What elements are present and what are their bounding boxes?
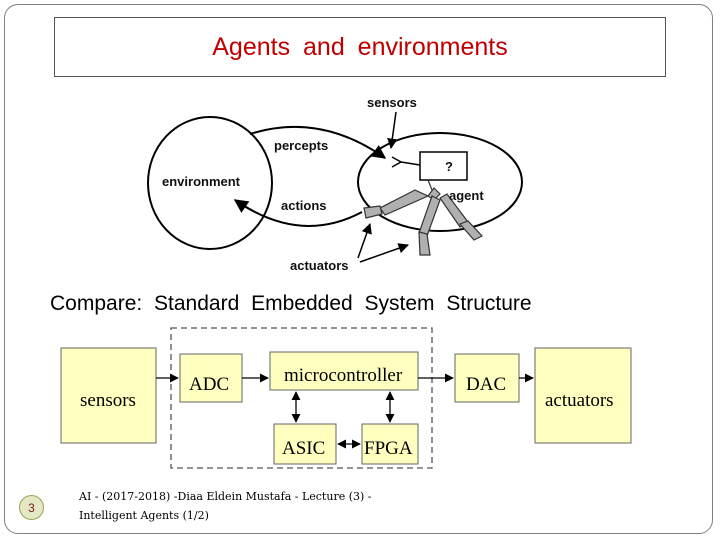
- actions-arrow: [233, 199, 363, 227]
- adc-label: ADC: [189, 374, 229, 395]
- adc-block: [179, 353, 243, 403]
- percepts-label: percepts: [274, 138, 328, 153]
- dac-block: [454, 353, 520, 403]
- robot-limbs-icon: [363, 179, 483, 256]
- microcontroller-block: [269, 351, 419, 391]
- environment-ellipse: [147, 116, 273, 250]
- sensors-pointer: [387, 111, 398, 150]
- agent-environment-diagram: sensors percepts environment actions age…: [147, 95, 523, 273]
- sensors-block-label: sensors: [80, 390, 136, 411]
- fpga-label: FPGA: [364, 438, 413, 459]
- asic-block: [273, 423, 337, 465]
- actuators-block-label: actuators: [545, 390, 614, 411]
- slide-title: Agents and environments: [212, 32, 508, 61]
- footer: AI - (2017-2018) -Diaa Eldein Mustafa - …: [79, 487, 372, 525]
- microcontroller-label: microcontroller: [284, 365, 403, 386]
- footer-line-2: Intelligent Agents (1/2): [79, 509, 209, 522]
- slide-frame: [4, 4, 713, 534]
- actuators-pointer-2: [359, 243, 409, 263]
- sensors-block: [60, 347, 157, 444]
- actuators-pointer-1: [357, 223, 372, 259]
- fpga-block: [361, 423, 419, 465]
- footer-line-1: AI - (2017-2018) -Diaa Eldein Mustafa - …: [79, 490, 372, 503]
- compare-heading: Compare: Standard Embedded System Struct…: [50, 292, 532, 315]
- unknown-label: ?: [445, 159, 453, 174]
- eye-link: [400, 161, 421, 166]
- system-boundary: [170, 327, 433, 469]
- agent-label: agent: [449, 188, 484, 203]
- environment-label: environment: [162, 174, 241, 189]
- eye-icon: [391, 156, 403, 168]
- actions-label: actions: [281, 198, 327, 213]
- agent-ellipse: [357, 132, 523, 232]
- dac-label: DAC: [466, 374, 506, 395]
- percepts-arrow: [249, 125, 387, 159]
- title-box: Agents and environments: [54, 17, 666, 77]
- embedded-system-diagram: sensors ADC microcontroller ASIC FPGA DA…: [60, 327, 632, 469]
- slide-number: 3: [19, 495, 44, 520]
- actuators-label: actuators: [290, 258, 349, 273]
- actuators-block: [534, 347, 632, 444]
- sensors-label: sensors: [367, 95, 417, 110]
- asic-label: ASIC: [282, 438, 325, 459]
- agent-program-box: [419, 151, 468, 181]
